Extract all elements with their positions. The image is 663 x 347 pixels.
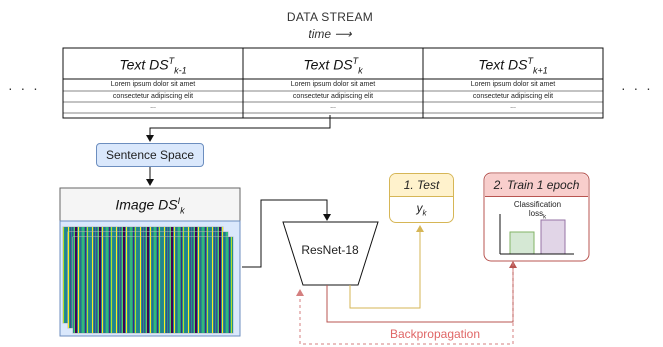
ds-prev-row-2: consectetur adipiscing elit [112, 93, 194, 100]
classification-loss-label: Classification lossk [513, 200, 562, 221]
stream-time-label: time ⟶ [308, 27, 352, 41]
stream-title: DATA STREAM [286, 10, 374, 24]
arrow-resnet-to-test [349, 225, 424, 309]
ds-current-row-3: ... [330, 103, 336, 110]
ds-current-row-2: consectetur adipiscing elit [292, 93, 374, 100]
image-ds-header: Image DSIk [115, 196, 185, 216]
ellipsis-right: · · · [621, 80, 653, 96]
ds-next-row-2: consectetur adipiscing elit [472, 93, 554, 100]
data-stream-table [62, 47, 604, 119]
ds-header-current: Text DSTk [303, 56, 363, 76]
resnet-label: ResNet-18 [301, 243, 359, 257]
ellipsis-left: · · · [8, 80, 40, 96]
resnet-block [282, 221, 379, 286]
ds-header-next: Text DSTk+1 [478, 56, 548, 76]
ds-header-prev: Text DSTk-1 [119, 56, 187, 76]
ds-next-row-1: Lorem ipsum dolor sit amet [470, 81, 556, 88]
ds-next-row-3: ... [510, 103, 516, 110]
arrow-backpropagation [296, 263, 514, 345]
arrow-resnet-to-train [326, 261, 517, 323]
ds-prev-row-3: ... [150, 103, 156, 110]
loss-bar-green [509, 231, 535, 255]
loss-bar-purple [540, 219, 566, 255]
backpropagation-label: Backpropagation [389, 327, 481, 341]
arrow-table-to-sentence [146, 115, 331, 142]
image-ds-panel [59, 187, 241, 337]
test-title: 1. Test [390, 174, 453, 197]
feature-image-1 [73, 237, 233, 333]
ds-prev-row-1: Lorem ipsum dolor sit amet [110, 81, 196, 88]
sentence-space-box: Sentence Space [96, 143, 204, 167]
train-title: 2. Train 1 epoch [485, 174, 588, 197]
test-output: yk [416, 201, 427, 218]
ds-current-row-1: Lorem ipsum dolor sit amet [290, 81, 376, 88]
arrow-image-to-resnet [242, 199, 331, 268]
